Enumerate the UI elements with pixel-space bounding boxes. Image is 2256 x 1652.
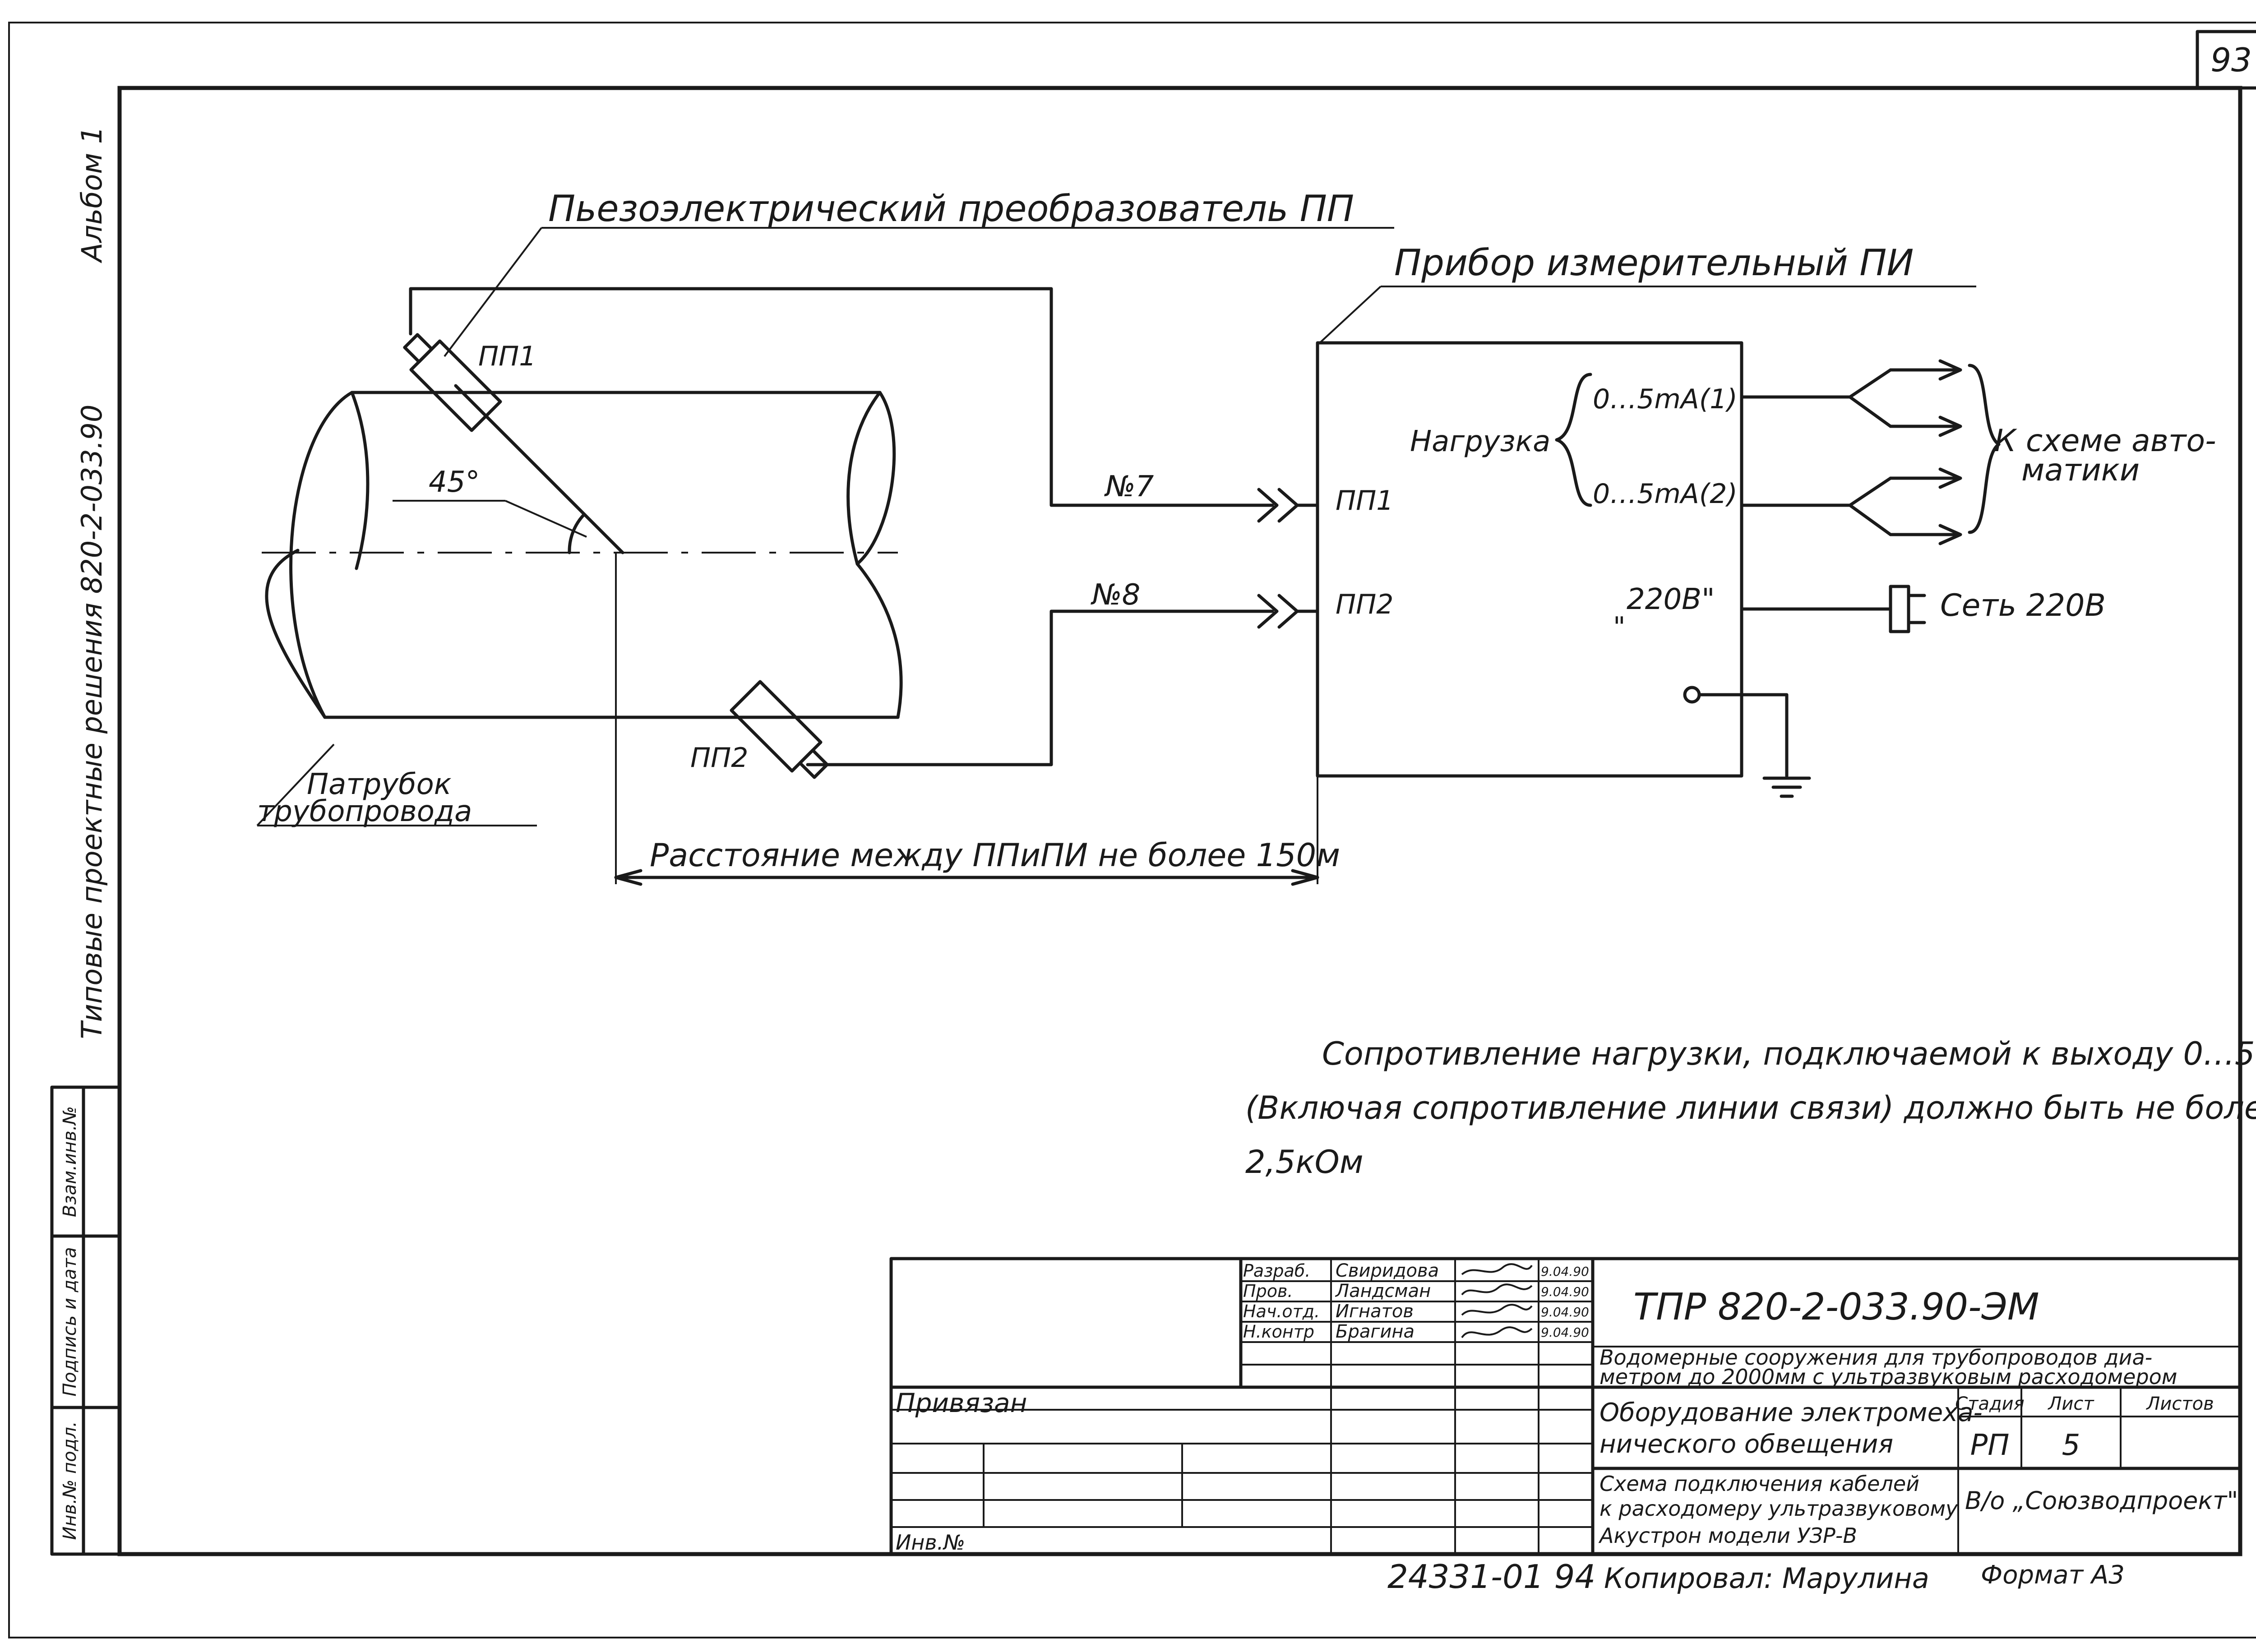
- album-label: Альбом 1: [75, 126, 108, 264]
- pipe-label-line2: трубопровода: [257, 795, 472, 828]
- cable-8-wire: [806, 609, 1274, 766]
- section-title-line1: Оборудование электромеха-: [1600, 1398, 1983, 1427]
- ground-terminal: [1683, 686, 1701, 704]
- page-number-box: [2196, 30, 2256, 90]
- inv-no-label: Инв.№: [896, 1530, 965, 1555]
- stage-value: РП: [1970, 1429, 2010, 1462]
- bound-label: Привязан: [896, 1388, 1027, 1418]
- cable-7-wire: [409, 287, 1274, 507]
- pipe-nozzle: [262, 391, 903, 719]
- mains-plug: [1889, 585, 1910, 633]
- format-label: Формат А3: [1981, 1560, 2125, 1590]
- instrument-title: Прибор измерительный ПИ: [1394, 242, 1914, 284]
- inv-podl-label: Инв.№ подл.: [60, 1421, 80, 1540]
- inv-vzam-label: Взам.инв.№: [60, 1106, 80, 1217]
- output-2-label: 0…5mA(2): [1593, 478, 1738, 510]
- pipe-label-line1: Патрубок: [307, 768, 452, 801]
- sheet-title-line3: Акустрон модели УЗР-В: [1598, 1523, 1857, 1548]
- pp1-label: ПП1: [478, 341, 536, 372]
- pp2-label: ПП2: [690, 742, 748, 774]
- automatics-label-line1: К схеме авто-: [1994, 423, 2216, 459]
- signature-2: [1461, 1283, 1533, 1296]
- date-norm-control: 9.04.90: [1541, 1325, 1589, 1340]
- copied-by: Копировал: Марулина: [1604, 1562, 1929, 1595]
- outer-border: [8, 22, 2256, 1638]
- name-developer: Свиридова: [1336, 1260, 1439, 1281]
- signature-1: [1461, 1263, 1533, 1275]
- automatics-brace: [1968, 364, 2001, 534]
- project-title-line1: Водомерные сооружения для трубопроводов …: [1600, 1345, 2152, 1370]
- role-developer: Разраб.: [1243, 1261, 1310, 1281]
- role-checker: Пров.: [1243, 1281, 1293, 1301]
- name-checker: Ландсман: [1335, 1281, 1431, 1301]
- sheets-header: Листов: [2145, 1394, 2214, 1414]
- stage-header: Стадия: [1955, 1394, 2024, 1414]
- cable-8-label: №8: [1091, 578, 1140, 612]
- sheet-title-line1: Схема подключения кабелей: [1600, 1472, 1919, 1496]
- output-220-label: 220В": [1627, 583, 1715, 616]
- instrument-box: [1316, 341, 1743, 778]
- ground-wire: [1697, 693, 1789, 778]
- automatics-label-line2: матики: [2021, 452, 2140, 488]
- page-number: 93: [2210, 41, 2252, 79]
- date-dept-head: 9.04.90: [1541, 1305, 1589, 1320]
- signature-3: [1461, 1304, 1533, 1316]
- quote-mark-label: ": [1613, 611, 1626, 643]
- name-norm-control: Брагина: [1336, 1321, 1415, 1342]
- document-code: ТПР 820-2-033.90-ЭМ: [1633, 1286, 2039, 1329]
- date-developer: 9.04.90: [1541, 1264, 1589, 1279]
- title-block: [889, 1257, 2242, 1556]
- note-line3: 2,5кОм: [1245, 1144, 1364, 1181]
- side-margin: Альбом 1 Типовые проектные решения 820-2…: [50, 126, 121, 1556]
- margin-stamp-frame: [50, 1085, 121, 1556]
- load-brace: [1555, 373, 1592, 507]
- load-label: Нагрузка: [1410, 425, 1550, 458]
- note-line2: (Включая сопротивление линии связи) долж…: [1245, 1089, 2256, 1126]
- sheet-header: Лист: [2047, 1394, 2094, 1414]
- organization: В/о „Союзводпроект": [1965, 1486, 2238, 1515]
- note-line1: Сопротивление нагрузки, подключаемой к в…: [1322, 1035, 2256, 1072]
- sheet-title-line2: к расходомеру ультразвуковому: [1600, 1496, 1958, 1521]
- cable-7-label: №7: [1104, 470, 1154, 503]
- series-label: Типовые проектные решения 820-2-033.90: [75, 405, 108, 1039]
- mains-label: Сеть 220В: [1940, 588, 2106, 623]
- angle-label: 45°: [429, 466, 480, 499]
- input-pp1-label: ПП1: [1336, 485, 1393, 517]
- transducer-title: Пьезоэлектрический преобразователь ПП: [548, 188, 1354, 230]
- name-dept-head: Игнатов: [1336, 1301, 1414, 1322]
- project-title-line2: метром до 2000мм с ультразвуковым расход…: [1600, 1365, 2177, 1389]
- date-checker: 9.04.90: [1541, 1284, 1589, 1299]
- signature-4: [1461, 1326, 1533, 1338]
- section-title-line2: нического обвещения: [1600, 1430, 1893, 1459]
- sheet-value: 5: [2062, 1429, 2080, 1462]
- output-1-label: 0…5mA(1): [1593, 383, 1738, 415]
- transducer-pp2: [730, 680, 829, 779]
- archive-number: 24331-01 94: [1387, 1558, 1595, 1596]
- input-pp2-label: ПП2: [1336, 589, 1393, 620]
- role-dept-head: Нач.отд.: [1243, 1301, 1320, 1321]
- role-norm-control: Н.контр: [1243, 1322, 1314, 1342]
- sign-date-label: Подпись и дата: [60, 1247, 80, 1396]
- distance-label: Расстояние между ППиПИ не более 150м: [650, 837, 1340, 874]
